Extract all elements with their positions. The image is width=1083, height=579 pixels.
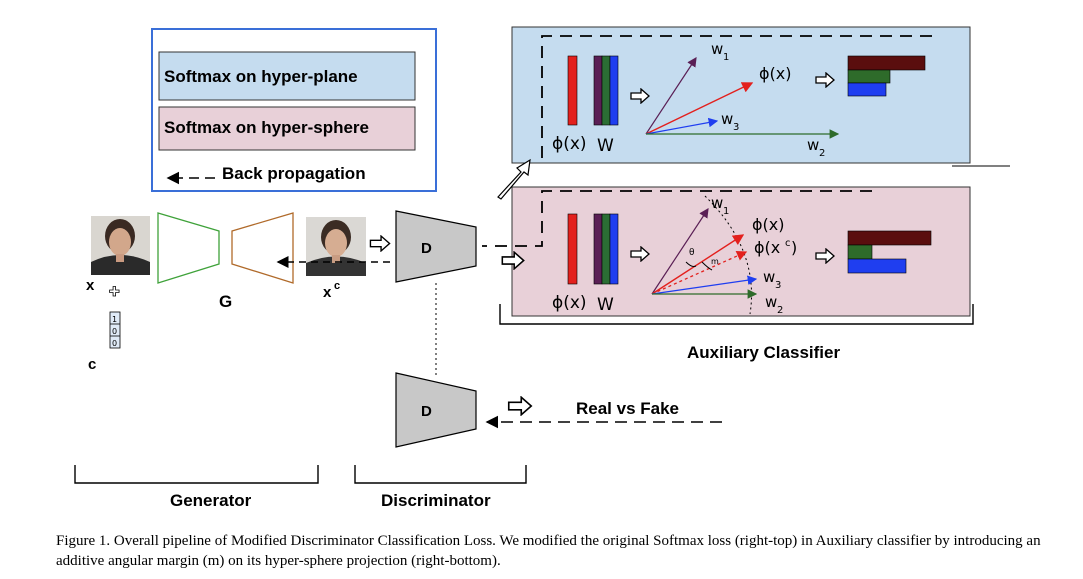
bottom-w1-vector (651, 207, 709, 295)
legend-sphere-swatch (158, 106, 416, 151)
plus-icon: ✚ (109, 285, 120, 300)
xc-label: x (323, 284, 332, 301)
legend-sphere-label: Softmax on hyper-sphere (164, 118, 369, 137)
top-backprop-path (541, 35, 932, 160)
bottom-phi-xc-label: ϕ(x (754, 238, 780, 257)
bottom-w3-sub: 3 (775, 280, 781, 291)
d-top-label: D (421, 240, 432, 257)
top-w1-label: w (711, 40, 723, 58)
top-w-label: W (597, 136, 614, 156)
discriminator-bottom (395, 372, 477, 448)
bottom-prob-bar-1 (847, 230, 932, 246)
figure-caption: Figure 1. Overall pipeline of Modified D… (56, 533, 1041, 569)
bottom-w1-label: w (711, 194, 723, 212)
generator-label: Generator (170, 491, 252, 510)
bottom-phi-xc-end: ) (791, 238, 797, 257)
bottom-prob-bar-2 (847, 244, 873, 260)
auxiliary-bracket (499, 304, 974, 325)
legend-backprop-label: Back propagation (222, 164, 366, 183)
c-vector-0: 1 (112, 315, 117, 324)
bottom-weight-col-2 (601, 213, 611, 285)
top-w3-sub: 3 (733, 122, 739, 133)
bottom-w2-sub: 2 (777, 305, 783, 316)
bottom-w3-vector (651, 275, 758, 295)
generator-decoder (231, 212, 294, 284)
hypersphere-arc (704, 195, 753, 315)
discriminator-label: Discriminator (381, 491, 491, 510)
c-vector: 1 0 0 (109, 311, 121, 349)
bottom-phi-xc-sup: c (785, 238, 791, 249)
c-vector-2: 0 (112, 339, 117, 348)
hollow-arrow-icon (497, 158, 531, 200)
legend-box: Softmax on hyper-plane Softmax on hyper-… (151, 28, 437, 192)
top-prob-bar-3 (847, 82, 887, 97)
bottom-weight-col-1 (593, 213, 603, 285)
margin-label: m (711, 257, 719, 266)
top-w1-sub: 1 (723, 52, 729, 63)
auxiliary-label: Auxiliary Classifier (687, 343, 840, 362)
top-phi-vec-label: ϕ(x) (759, 64, 792, 83)
bottom-w-label: W (597, 295, 614, 315)
xc-sup: c (334, 280, 340, 292)
bottom-phi-vec-label: ϕ(x) (752, 215, 785, 234)
face-photo-xc (306, 217, 366, 276)
top-feature-bar (567, 55, 578, 126)
legend-plane-label: Softmax on hyper-plane (164, 67, 358, 86)
margin-arc (701, 261, 713, 271)
top-w3-label: w (721, 110, 733, 128)
hollow-arrow-icon (507, 396, 533, 416)
top-weight-col-3 (609, 55, 619, 126)
hyperplane-panel (511, 26, 971, 164)
theta-arc (685, 261, 697, 267)
top-w1-vector (645, 56, 697, 135)
bottom-phi-xc-vector (651, 250, 748, 295)
c-vector-1: 0 (112, 327, 117, 336)
bottom-prob-bar-3 (847, 258, 907, 274)
generator-encoder (157, 212, 220, 284)
real-vs-fake-label: Real vs Fake (576, 399, 679, 418)
bottom-backprop-path (482, 190, 872, 247)
top-w2-label: w (807, 136, 819, 154)
bottom-feature-bar (567, 213, 578, 285)
top-phi-vector (645, 82, 754, 135)
d-bottom-label: D (421, 403, 432, 420)
top-w3-vector (645, 117, 719, 135)
top-w2-sub: 2 (819, 148, 825, 159)
g-label: G (219, 292, 232, 311)
c-label: c (88, 356, 96, 373)
top-phi-label: ϕ(x) (552, 134, 587, 154)
bottom-weight-col-3 (609, 213, 619, 285)
discriminator-top (395, 210, 477, 283)
top-weight-col-1 (593, 55, 603, 126)
bottom-w3-label: w (763, 268, 775, 286)
bottom-w1-sub: 1 (723, 206, 729, 217)
face-photo-x (91, 216, 150, 275)
generator-bracket (74, 465, 319, 484)
bottom-phi-vector (651, 234, 745, 295)
theta-label: θ (689, 248, 695, 258)
hollow-arrow-icon (369, 235, 391, 252)
top-prob-bar-1 (847, 55, 926, 71)
top-weight-col-2 (601, 55, 611, 126)
bottom-w2-label: w (765, 293, 777, 311)
legend-plane-swatch (158, 51, 416, 101)
discriminator-bracket (354, 465, 527, 484)
x-label: x (86, 277, 95, 294)
top-prob-bar-2 (847, 69, 891, 84)
bottom-phi-label: ϕ(x) (552, 293, 587, 313)
